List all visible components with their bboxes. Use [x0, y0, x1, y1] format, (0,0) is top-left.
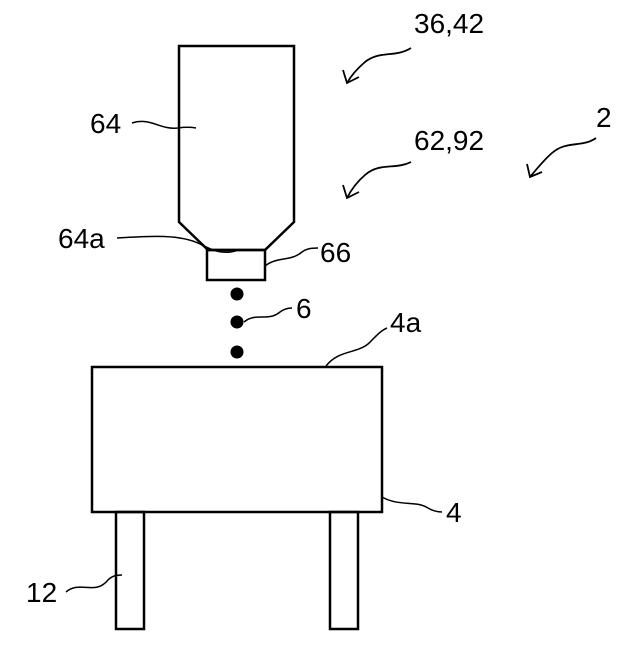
- leader-12: [66, 575, 122, 592]
- droplet: [231, 316, 244, 329]
- leader-4: [382, 497, 442, 512]
- leg-left: [116, 512, 144, 629]
- label-64: 64: [90, 108, 121, 139]
- leader-4a: [326, 328, 387, 366]
- label-2: 2: [596, 102, 612, 133]
- label-36-42: 36,42: [414, 8, 484, 39]
- label-64a: 64a: [58, 223, 105, 254]
- label-4a: 4a: [390, 307, 422, 338]
- target-block: [92, 367, 382, 512]
- container-body: [179, 46, 294, 250]
- arrow-2: [530, 138, 596, 177]
- leader-6: [244, 308, 292, 322]
- nozzle-box: [207, 250, 265, 280]
- label-12: 12: [26, 577, 57, 608]
- label-6: 6: [296, 293, 312, 324]
- leader-66: [265, 248, 318, 266]
- droplet: [231, 288, 244, 301]
- label-66: 66: [320, 237, 351, 268]
- label-62-92: 62,92: [414, 125, 484, 156]
- leader-64: [132, 121, 196, 128]
- leg-right: [330, 512, 358, 629]
- droplet: [231, 346, 244, 359]
- label-4: 4: [446, 497, 462, 528]
